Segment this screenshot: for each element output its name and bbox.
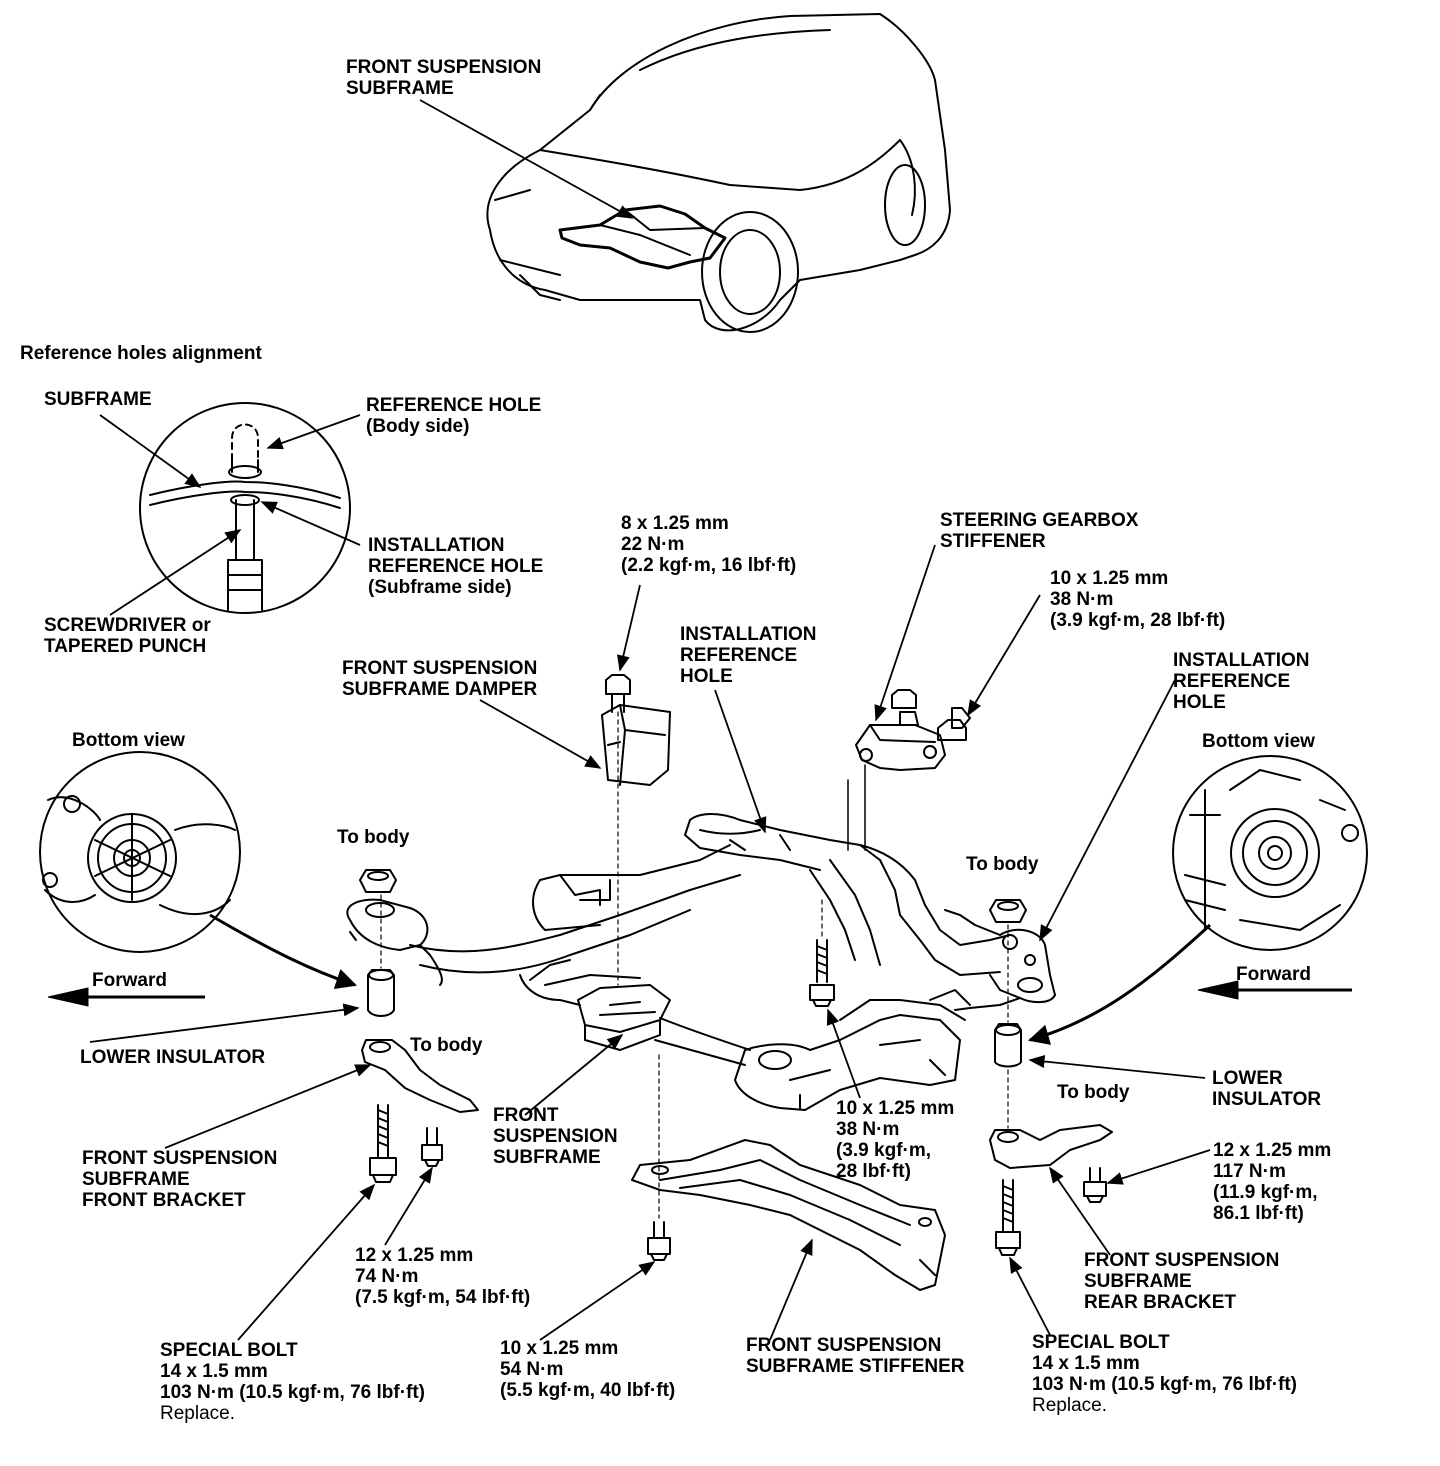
label-reference-holes-title: Reference holes alignment [20,343,262,364]
leader-install-ref-right [1039,679,1176,942]
leader-lower-insulator-right [1028,1055,1206,1079]
label-reference-hole: REFERENCE HOLE(Body side) [366,395,542,437]
leader-bolt-12-117 [1106,1149,1211,1185]
leader-car-subframe [419,99,634,219]
forward-arrow-left [47,987,205,1007]
leader-subframe-center [524,1033,624,1116]
label-to-body-4: To body [1057,1082,1130,1103]
leader-stiffener [769,1238,813,1341]
reference-hole-detail [139,402,351,614]
left-mount-stack [359,869,479,1183]
leader-special-bolt-left [237,1183,376,1341]
label-to-body-3: To body [410,1035,483,1056]
leader-lower-insulator-left [89,1003,360,1043]
label-bottom-view-right: Bottom view [1202,731,1315,752]
subframe-damper-part [601,704,671,786]
right-mount-stack [989,899,1113,1256]
subframe-assembly [346,813,1056,1111]
label-forward-right: Forward [1236,964,1311,985]
leader-front-bracket [164,1064,372,1149]
leader-bolt-10-top [967,594,1041,717]
label-to-body-2: To body [966,854,1039,875]
leader-rear-bracket [1049,1166,1111,1256]
leader-ref-hole [266,414,361,450]
leader-steering-stiffener [874,544,936,722]
leader-install-hole [260,501,361,546]
label-lower-insulator-left: LOWER INSULATOR [80,1047,266,1068]
label-bottom-view-left: Bottom view [72,730,185,751]
leader-bolt-12-74 [384,1166,433,1246]
leader-bottom-view-right [1027,923,1212,1045]
leader-ref-subframe [99,414,202,488]
label-forward-left: Forward [92,970,167,991]
leader-bolt-10-54 [539,1261,656,1341]
label-ref-subframe: SUBFRAME [44,389,152,410]
leader-special-bolt-right [1009,1256,1051,1336]
bottom-view-left-detail [39,751,241,953]
forward-arrow-right [1197,980,1352,1000]
steering-gearbox-stiffener-part [847,711,946,851]
centre-bolts [605,674,971,1261]
leader-bottom-view-left [209,913,357,989]
car-outline [486,13,951,333]
leader-damper [479,699,602,769]
leader-install-ref-mid [714,689,767,834]
leader-bolt-10-mid [826,1008,861,1099]
leader-screwdriver [109,529,242,616]
label-to-body-1: To body [337,827,410,848]
bottom-view-right-detail [1172,755,1368,951]
leader-bolt-8 [617,584,641,672]
subframe-stiffener-part [631,1139,946,1291]
